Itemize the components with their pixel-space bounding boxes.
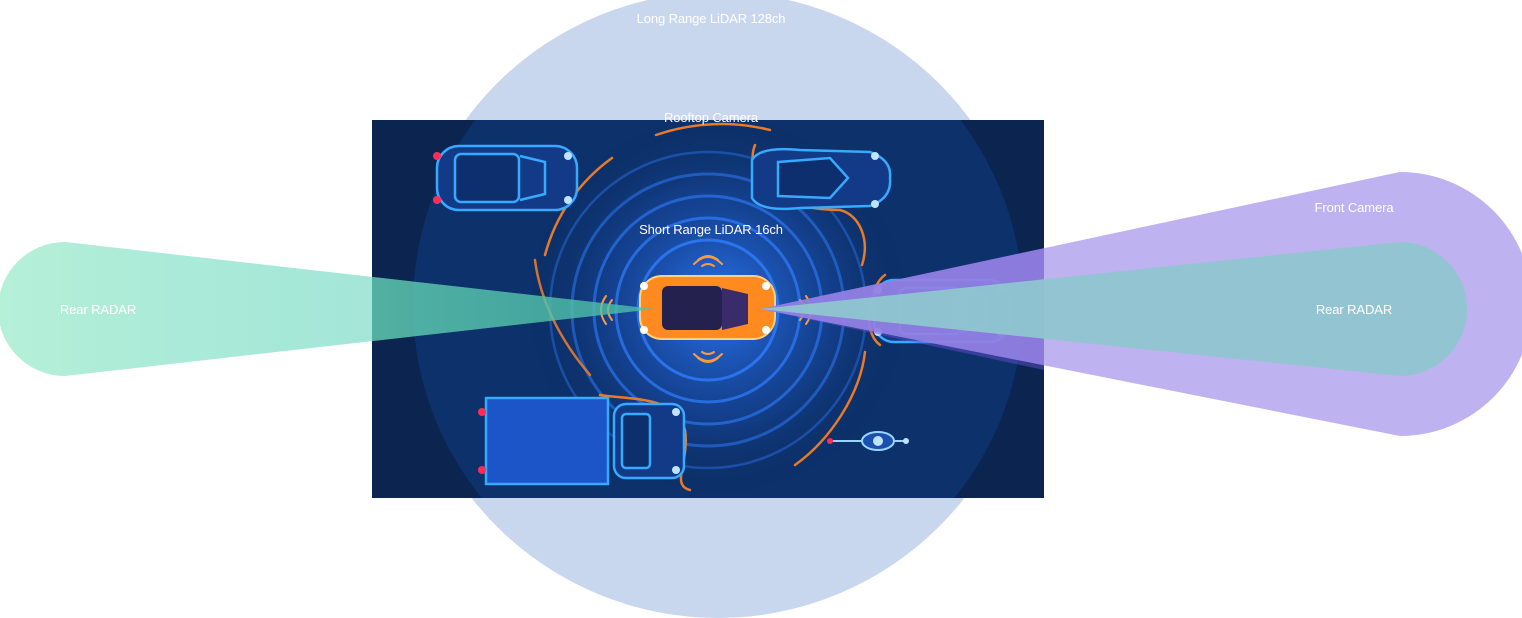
vehicle-motorcycle <box>827 431 909 451</box>
rear-radar-left-overlay <box>372 277 655 341</box>
short-range-lidar-label: Short Range LiDAR 16ch <box>639 222 783 237</box>
rear-radar-left-label: Rear RADAR <box>59 302 137 317</box>
vehicle-top-right <box>750 147 892 211</box>
rear-radar-right-label: Rear RADAR <box>1315 302 1393 317</box>
front-camera-label: Front Camera <box>1314 200 1394 215</box>
ego-vehicle <box>639 275 776 340</box>
vehicle-top-left <box>433 144 579 212</box>
vehicle-truck <box>478 396 686 486</box>
rear-radar-left-zone <box>0 242 655 376</box>
rear-radar-right-zone <box>760 242 1467 376</box>
long-range-lidar-label: Long Range LiDAR 128ch <box>636 11 786 26</box>
rooftop-camera-label: Rooftop Camera <box>664 110 758 125</box>
